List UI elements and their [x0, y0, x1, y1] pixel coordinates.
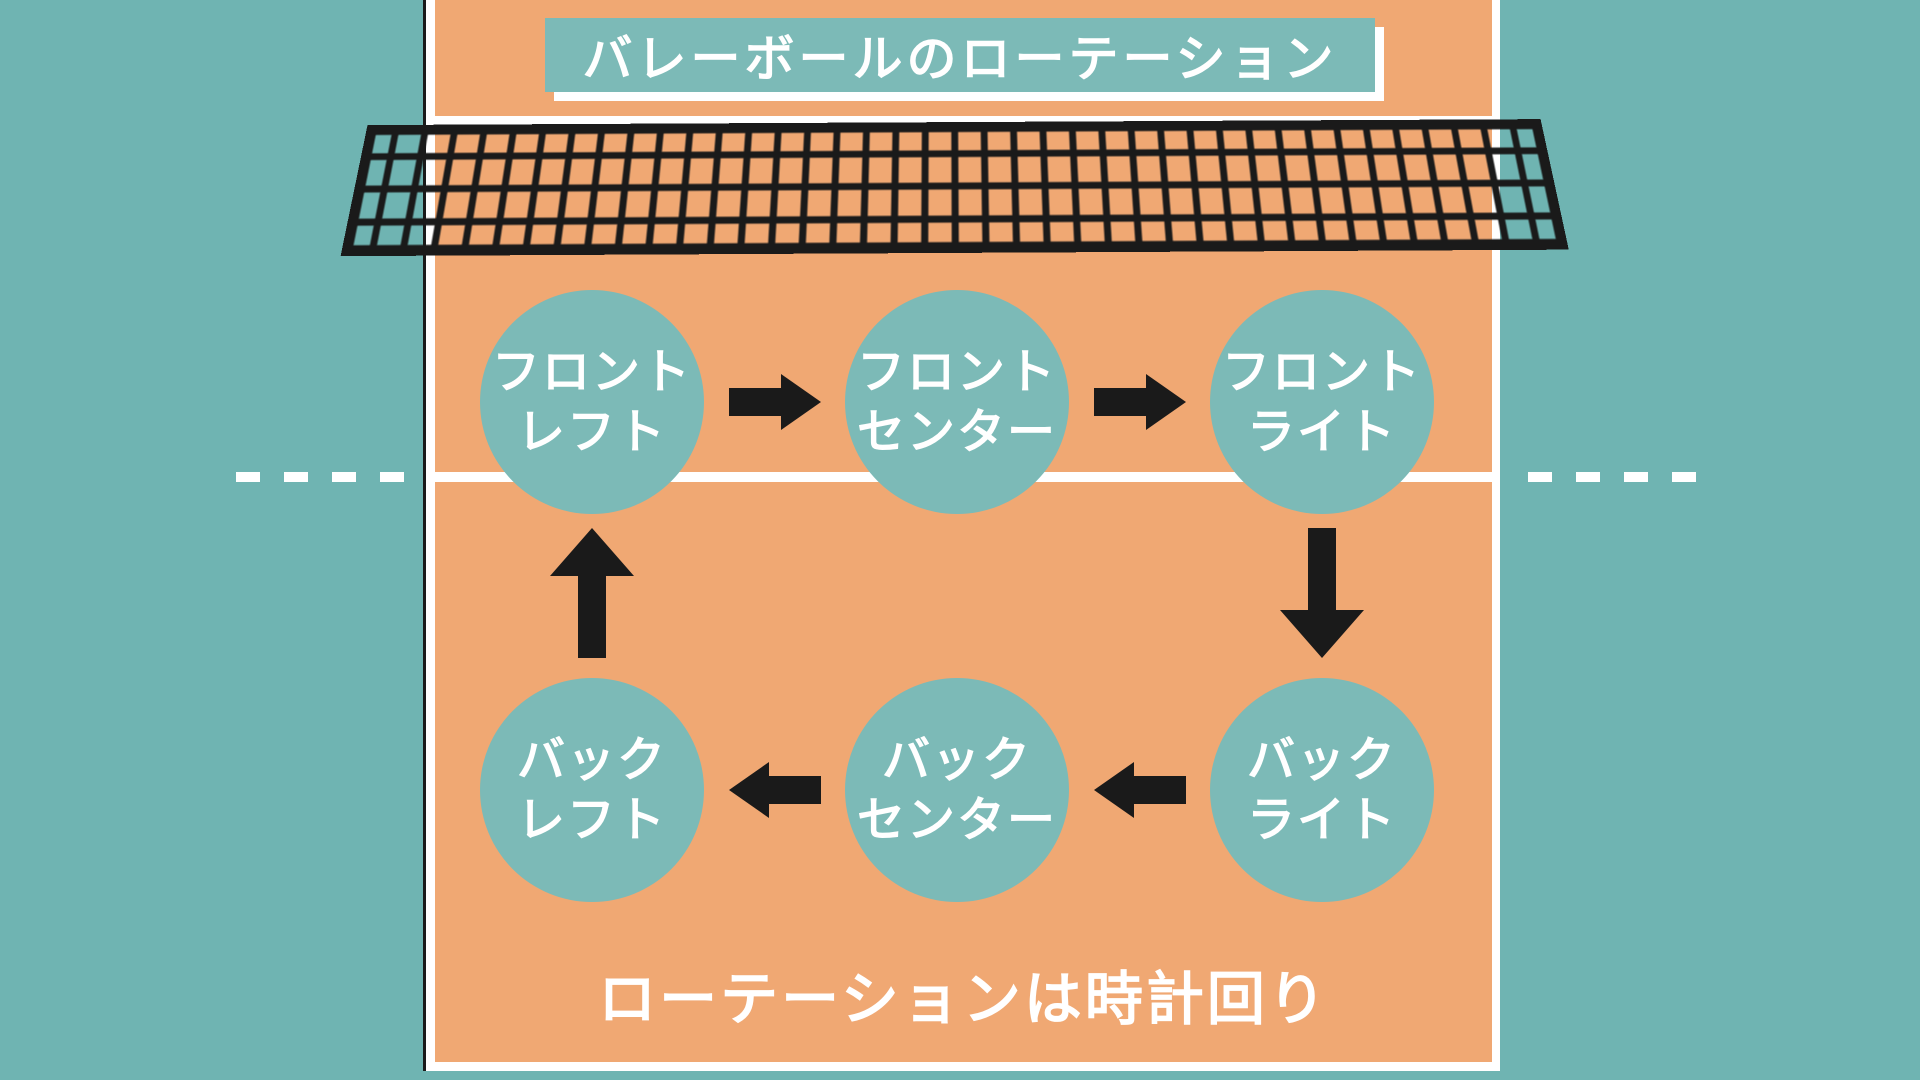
- position-label: センター: [856, 404, 1057, 460]
- arrow-head: [729, 762, 769, 818]
- position-back-left: バック レフト: [480, 678, 704, 902]
- court-left-edge-line: [423, 0, 426, 1071]
- page-title: バレーボールのローテーション: [582, 30, 1338, 88]
- arrow-shaft: [729, 388, 783, 416]
- arrow-shaft: [1308, 528, 1336, 612]
- position-label: ライト: [1246, 404, 1397, 460]
- footer-caption: ローテーションは時計回り: [598, 965, 1329, 1033]
- arrow-shaft: [578, 574, 606, 658]
- arrow-right-icon: [1094, 374, 1186, 430]
- arrow-left-icon: [1094, 762, 1186, 818]
- position-back-right: バック ライト: [1210, 678, 1434, 902]
- position-label: ライト: [1246, 792, 1397, 848]
- volleyball-net-icon: [340, 119, 1569, 257]
- arrow-right-icon: [729, 374, 821, 430]
- arrow-shaft: [1132, 776, 1186, 804]
- midline-dash: [380, 472, 404, 482]
- arrow-shaft: [767, 776, 821, 804]
- midline-dash: [1672, 472, 1696, 482]
- midline-dash: [236, 472, 260, 482]
- midline-dash: [284, 472, 308, 482]
- arrow-left-icon: [729, 762, 821, 818]
- arrow-up-icon: [550, 528, 634, 658]
- midline-dash: [332, 472, 356, 482]
- title-banner: バレーボールのローテーション: [545, 18, 1375, 92]
- arrow-head: [1146, 374, 1186, 430]
- net-grid: [340, 119, 1569, 257]
- position-label: バック: [516, 732, 667, 788]
- arrow-down-icon: [1280, 528, 1364, 658]
- position-label: レフト: [516, 792, 667, 848]
- position-label: センター: [856, 792, 1057, 848]
- position-front-center: フロント センター: [845, 290, 1069, 514]
- position-back-center: バック センター: [845, 678, 1069, 902]
- position-label: バック: [1246, 732, 1397, 788]
- position-label: フロント: [1221, 344, 1422, 400]
- arrow-head: [1094, 762, 1134, 818]
- position-label: レフト: [516, 404, 667, 460]
- arrow-shaft: [1094, 388, 1148, 416]
- midline-dash: [1576, 472, 1600, 482]
- arrow-head: [550, 528, 634, 576]
- midline-dash: [1624, 472, 1648, 482]
- position-label: フロント: [856, 344, 1057, 400]
- arrow-head: [1280, 610, 1364, 658]
- arrow-head: [781, 374, 821, 430]
- position-front-right: フロント ライト: [1210, 290, 1434, 514]
- position-front-left: フロント レフト: [480, 290, 704, 514]
- midline-dash: [1528, 472, 1552, 482]
- net-baseline-line: [435, 116, 1492, 127]
- position-label: バック: [881, 732, 1032, 788]
- position-label: フロント: [491, 344, 692, 400]
